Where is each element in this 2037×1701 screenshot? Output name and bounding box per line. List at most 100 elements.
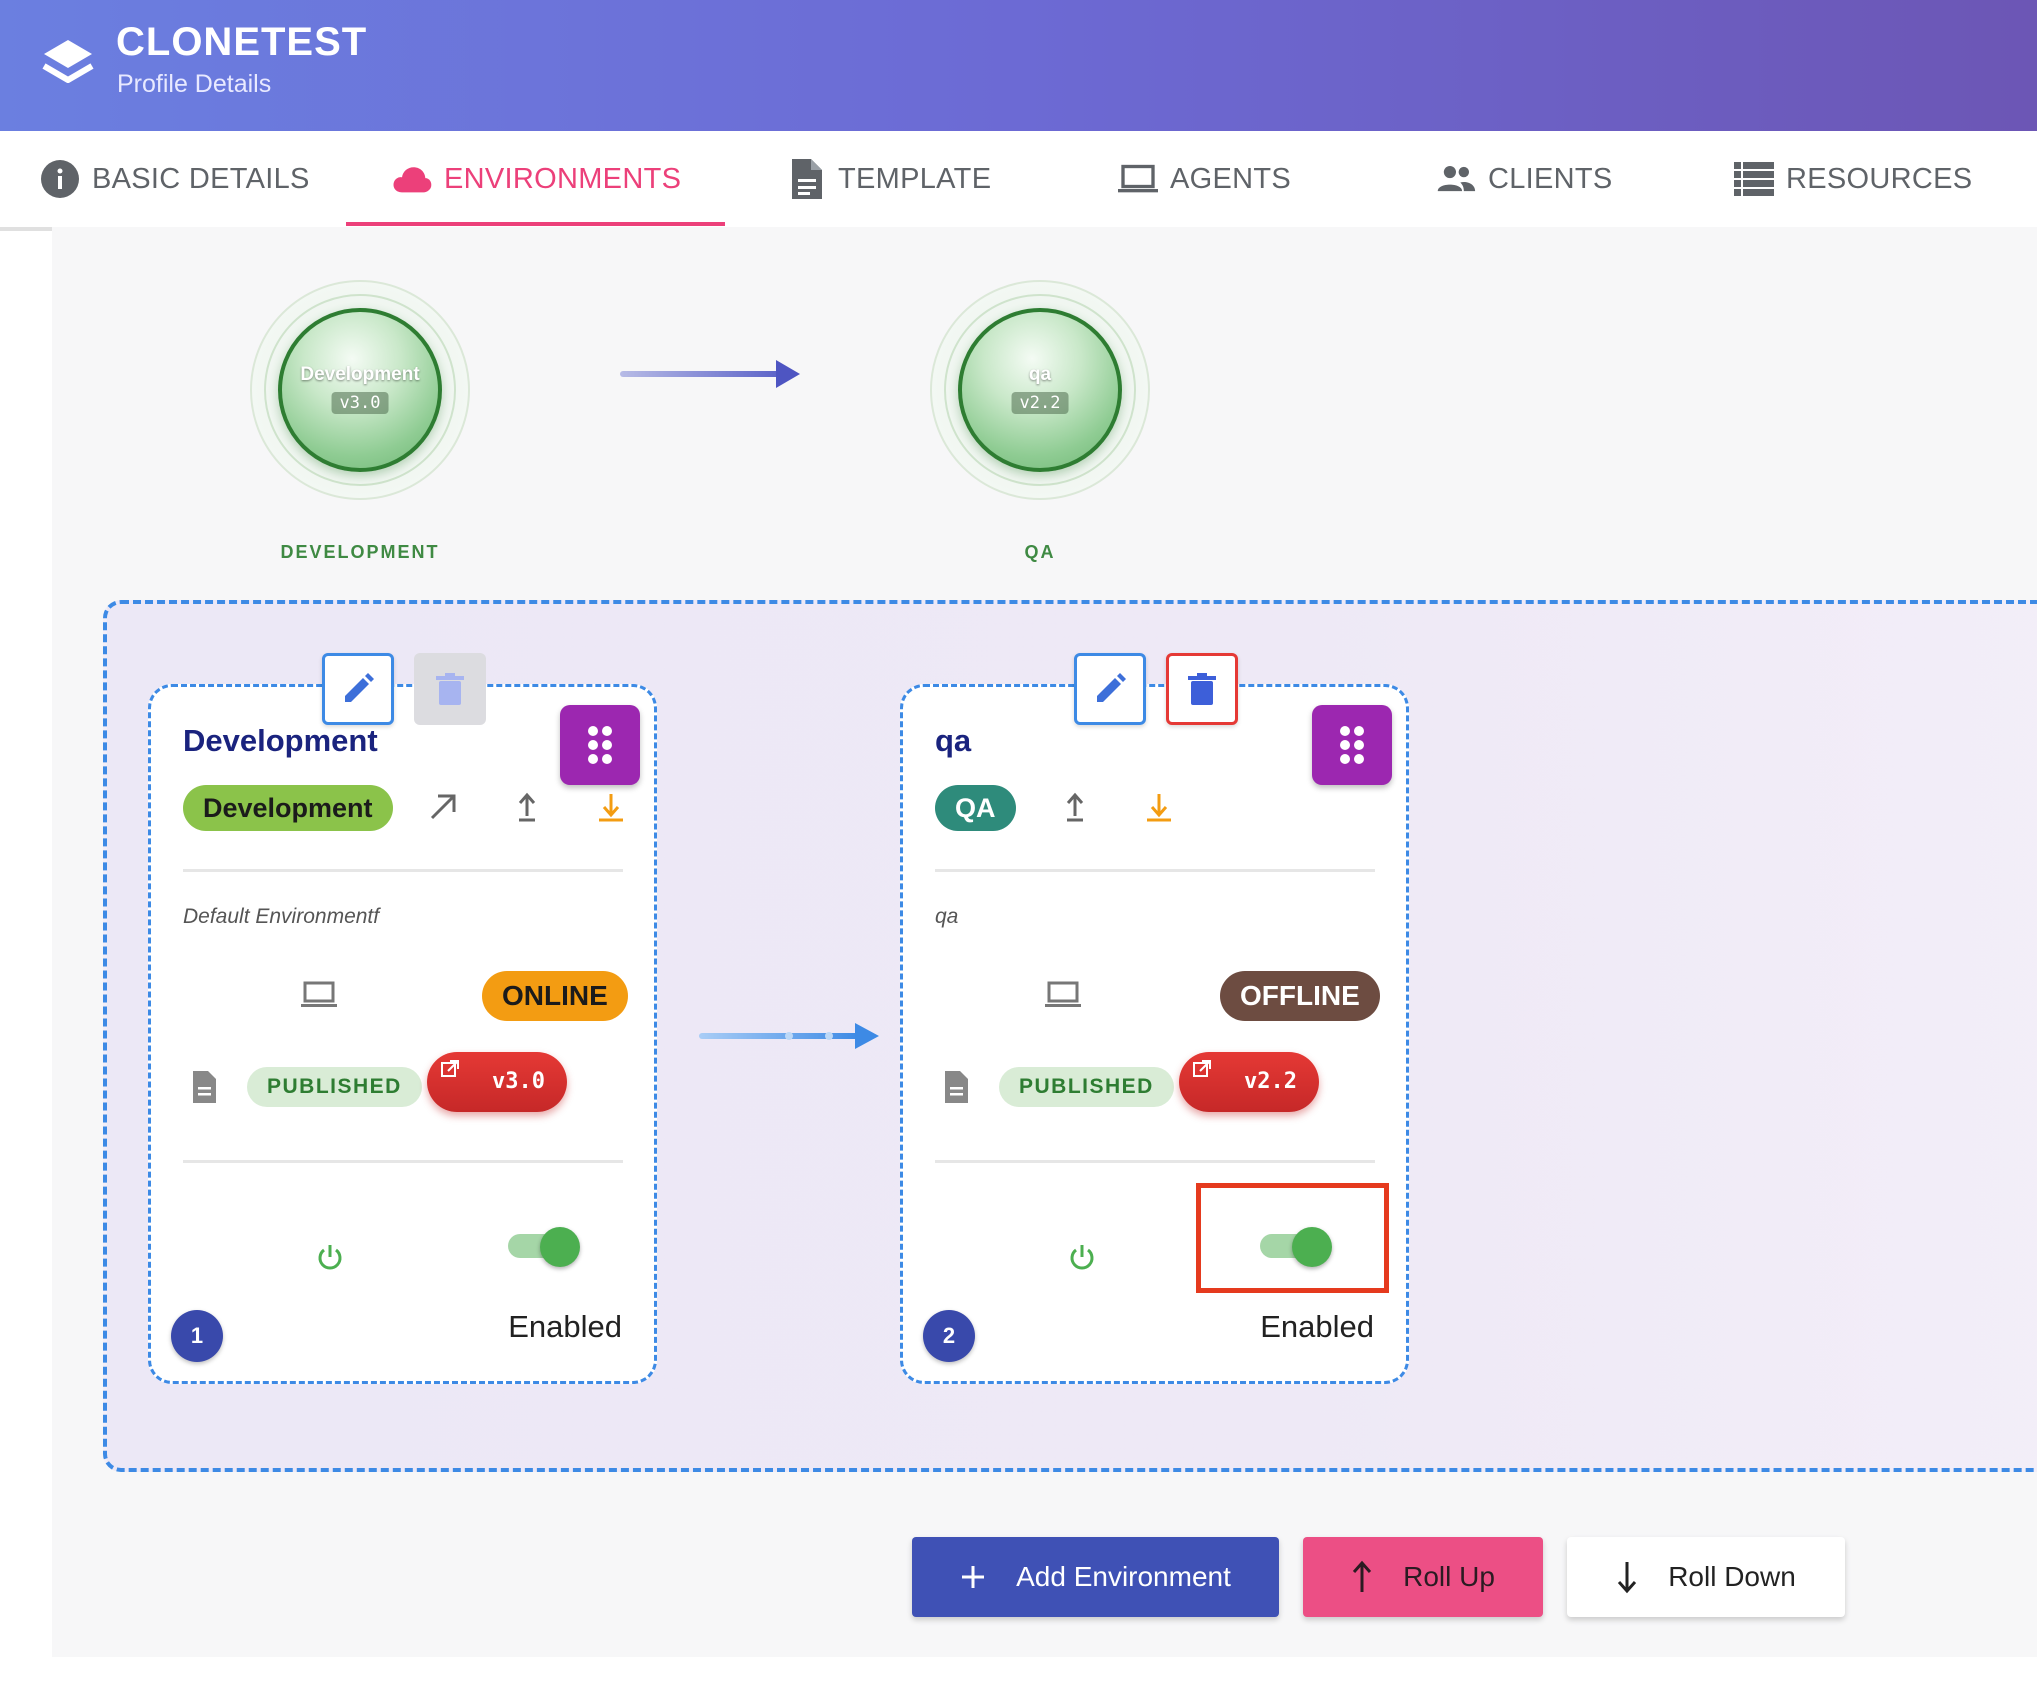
delete-button[interactable] <box>1166 653 1238 725</box>
external-link-icon <box>441 1060 459 1077</box>
power-icon <box>318 1245 342 1270</box>
tab-environments[interactable]: ENVIRONMENTS <box>392 131 681 227</box>
tab-label: RESOURCES <box>1786 162 1973 195</box>
drag-handle[interactable] <box>1312 705 1392 785</box>
node-ball <box>278 308 442 472</box>
delete-button[interactable] <box>414 653 486 725</box>
list-icon <box>1734 159 1774 199</box>
trash-icon <box>1188 673 1216 705</box>
card-divider <box>935 1160 1375 1163</box>
roll-down-icon[interactable] <box>1139 787 1179 827</box>
laptop-icon <box>1045 981 1081 1007</box>
app-subtitle: Profile Details <box>117 70 272 98</box>
toggle-highlight-box <box>1196 1183 1389 1293</box>
edit-button[interactable] <box>1074 653 1146 725</box>
tab-resources[interactable]: RESOURCES <box>1734 131 1972 227</box>
version-label: v2.2 <box>1244 1069 1297 1094</box>
flow-arrow-icon <box>620 360 800 388</box>
tab-template[interactable]: TEMPLATE <box>786 131 991 227</box>
card-divider <box>183 1160 623 1163</box>
open-external-icon[interactable] <box>423 787 463 827</box>
roll-down-label: Roll Down <box>1668 1561 1796 1592</box>
environment-card-qa[interactable]: qa QA qa OFFLINE PUBLISHED v2.2 Enabled … <box>900 653 1409 1384</box>
node-caption: DEVELOPMENT <box>280 542 440 562</box>
node-label: qa <box>1028 364 1052 385</box>
node-halo-inner <box>944 294 1136 486</box>
order-badge: 1 <box>171 1310 223 1362</box>
external-link-icon <box>1193 1060 1211 1077</box>
toggle-knob <box>1292 1227 1332 1267</box>
flow-node-development[interactable]: Development v3.0 DEVELOPMENT <box>250 280 470 562</box>
pencil-icon <box>1097 673 1126 702</box>
enabled-label: Enabled <box>1260 1309 1374 1344</box>
order-badge: 2 <box>923 1310 975 1362</box>
roll-down-icon[interactable] <box>591 787 631 827</box>
add-environment-label: Add Environment <box>1016 1561 1231 1592</box>
node-version: v3.0 <box>331 392 389 414</box>
flow-node-qa[interactable]: qa v2.2 QA <box>930 280 1150 562</box>
document-icon <box>193 1071 216 1103</box>
card-title: qa <box>935 723 972 758</box>
node-version: v2.2 <box>1011 392 1069 414</box>
document-icon <box>786 159 826 199</box>
stage-chip: QA <box>935 785 1016 831</box>
tab-divider <box>0 227 52 231</box>
layers-icon <box>42 40 94 83</box>
document-icon <box>945 1071 968 1103</box>
enabled-label: Enabled <box>508 1309 622 1344</box>
tab-basic-details[interactable]: BASIC DETAILS <box>40 131 310 227</box>
card-arrow-icon <box>699 1023 879 1049</box>
trash-icon <box>436 673 464 705</box>
active-tab-indicator <box>346 222 725 226</box>
card-description: Default Environmentf <box>183 905 380 928</box>
info-icon <box>40 159 80 199</box>
tab-label: CLIENTS <box>1488 162 1613 195</box>
drag-dots-icon <box>588 726 612 764</box>
node-label: Development <box>300 364 420 385</box>
arrow-up-icon <box>1352 1560 1372 1592</box>
version-chip[interactable]: v3.0 <box>427 1052 567 1112</box>
cloud-icon <box>392 159 432 199</box>
tab-bar: BASIC DETAILS ENVIRONMENTS TEMPLATE AGEN… <box>0 131 2037 227</box>
publish-status-chip: PUBLISHED <box>247 1067 422 1107</box>
tab-label: TEMPLATE <box>838 162 992 195</box>
drag-dots-icon <box>1340 726 1364 764</box>
power-icon <box>1070 1245 1094 1270</box>
laptop-icon <box>1118 159 1158 199</box>
node-caption: QA <box>1024 542 1056 562</box>
enabled-toggle[interactable] <box>1260 1227 1334 1267</box>
tab-label: BASIC DETAILS <box>92 162 310 195</box>
environment-card-development[interactable]: Development Development Default Environm… <box>148 653 657 1384</box>
edit-button[interactable] <box>322 653 394 725</box>
node-ball <box>958 308 1122 472</box>
add-environment-button[interactable]: Add Environment <box>912 1537 1279 1617</box>
tab-agents[interactable]: AGENTS <box>1118 131 1291 227</box>
status-badge: OFFLINE <box>1220 971 1380 1021</box>
roll-down-button[interactable]: Roll Down <box>1567 1537 1845 1617</box>
pencil-icon <box>345 673 374 702</box>
card-divider <box>935 869 1375 872</box>
tab-clients[interactable]: CLIENTS <box>1436 131 1613 227</box>
roll-up-icon[interactable] <box>1055 787 1095 827</box>
node-halo-inner <box>264 294 456 486</box>
version-chip[interactable]: v2.2 <box>1179 1052 1319 1112</box>
drag-handle[interactable] <box>560 705 640 785</box>
card-description: qa <box>935 905 959 928</box>
roll-up-button[interactable]: Roll Up <box>1303 1537 1543 1617</box>
enabled-toggle[interactable] <box>508 1227 582 1267</box>
roll-up-label: Roll Up <box>1403 1561 1495 1592</box>
people-icon <box>1436 159 1476 199</box>
laptop-icon <box>301 981 337 1007</box>
arrow-down-icon <box>1618 1562 1637 1594</box>
app-title: CLONETEST <box>116 20 368 64</box>
roll-up-icon[interactable] <box>507 787 547 827</box>
publish-status-chip: PUBLISHED <box>999 1067 1174 1107</box>
card-title: Development <box>183 723 378 758</box>
version-label: v3.0 <box>492 1069 545 1094</box>
stage-chip: Development <box>183 785 393 831</box>
status-badge: ONLINE <box>482 971 628 1021</box>
tab-label: ENVIRONMENTS <box>444 162 682 195</box>
toggle-knob <box>540 1227 580 1267</box>
app-header: CLONETEST Profile Details <box>0 0 2037 131</box>
tab-label: AGENTS <box>1170 162 1292 195</box>
